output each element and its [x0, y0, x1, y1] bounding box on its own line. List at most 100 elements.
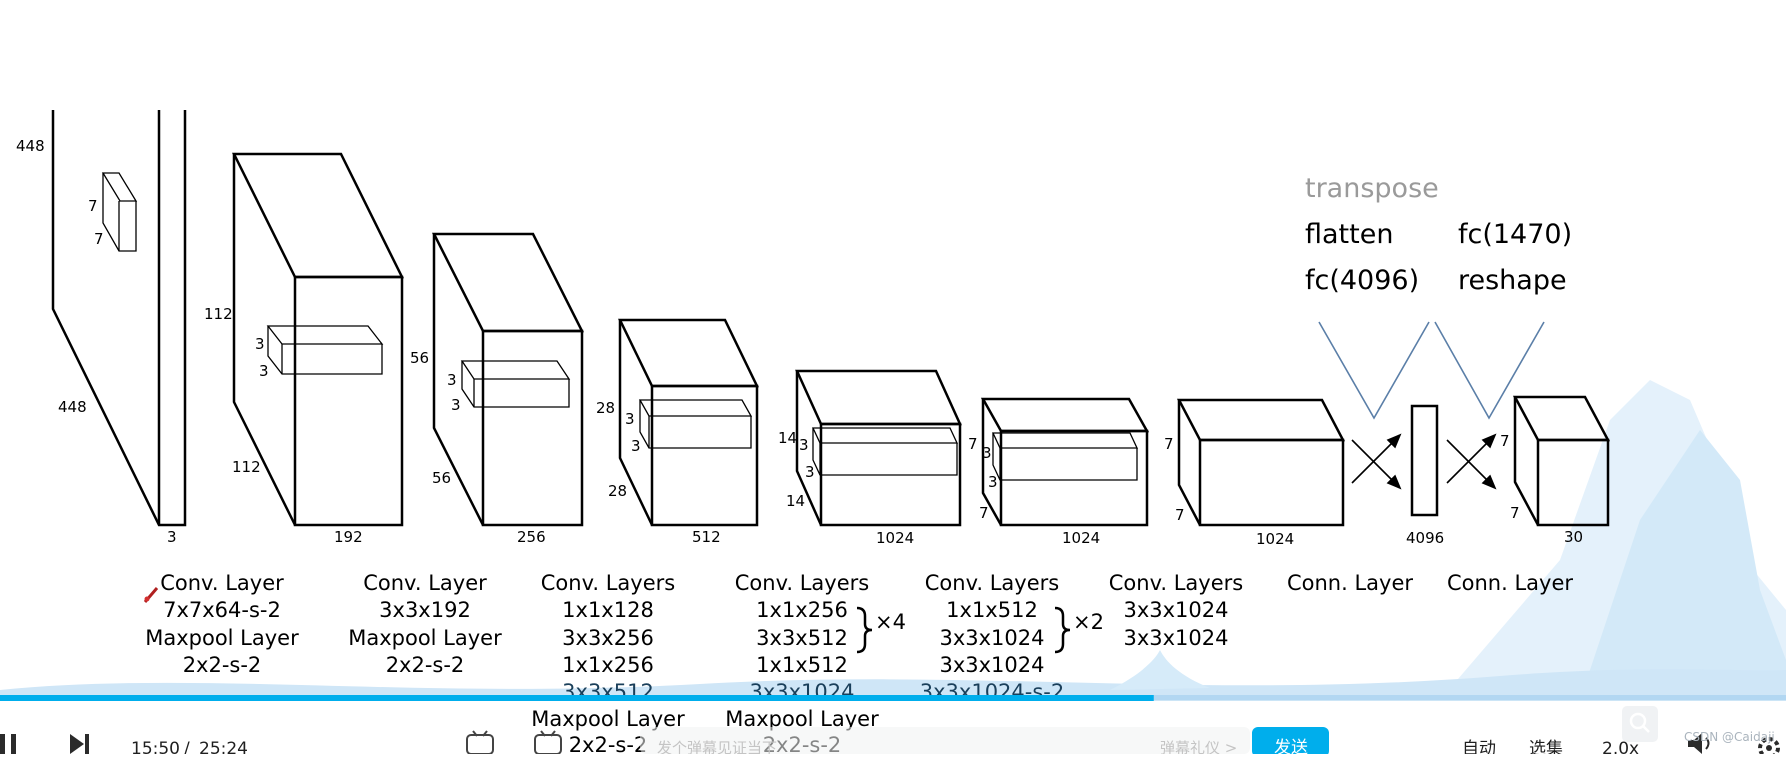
layer4-kernel-label-1: 3	[799, 436, 809, 454]
send-button-label: 发送	[1274, 738, 1308, 754]
layer5-height-label: 7	[968, 435, 978, 453]
layer5-kernel-label-2: 3	[988, 473, 998, 491]
caption-3-line-4: 1x1x256	[562, 653, 654, 677]
layer1-kernel	[266, 325, 384, 375]
danmaku-settings-icon[interactable]	[534, 730, 562, 755]
caption-1-line-2: 7x7x64-s-2	[163, 598, 281, 622]
layer3-channels-label: 512	[692, 528, 721, 546]
danmaku-toggle-icon[interactable]	[466, 730, 494, 755]
send-button[interactable]	[1252, 727, 1329, 757]
caption-group-4: Conv. Layers 1x1x256 3x3x512 1x1x512 3x3…	[725, 571, 879, 757]
output-height-label: 7	[1500, 432, 1510, 450]
layer2-kernel-label-1: 3	[447, 371, 457, 389]
layer1-cuboid	[231, 152, 405, 527]
caption-3-line-3: 3x3x256	[562, 626, 654, 650]
caption-3-line-2: 1x1x128	[562, 598, 654, 622]
caption-5-brace	[1054, 606, 1071, 654]
caption-5-line-4: 3x3x1024	[939, 653, 1044, 677]
annotation-transpose: transpose	[1305, 173, 1439, 204]
output-channels-label: 30	[1564, 528, 1583, 546]
progress-fill	[0, 695, 1154, 701]
layer6-height-label: 7	[1164, 435, 1174, 453]
fc-arrows-1	[1351, 433, 1402, 490]
input-kernel	[101, 172, 138, 252]
layer3-cuboid	[618, 318, 759, 527]
danmaku-placeholder: 发个弹幕见证当下	[657, 739, 777, 754]
danmaku-etiquette-link[interactable]: 弹幕礼仪 >	[1160, 739, 1237, 757]
player-control-bar: 15:50 / 25:24 发个弹幕见证当下 弹幕礼仪 > 发送 自动 选集 2…	[0, 706, 1780, 758]
layer1-kernel-label-1: 3	[255, 335, 265, 353]
caption-3-line-1: Conv. Layers	[541, 571, 675, 595]
input-image-slab	[51, 110, 187, 527]
fc-arrows-2	[1446, 433, 1497, 490]
caption-6-line-3: 3x3x1024	[1123, 626, 1228, 650]
caption-group-3: Conv. Layers 1x1x128 3x3x256 1x1x256 3x3…	[531, 571, 685, 757]
quality-button[interactable]: 自动	[1462, 739, 1496, 758]
caption-5-line-2: 1x1x512	[946, 598, 1038, 622]
layer2-channels-label: 256	[517, 528, 546, 546]
layer5-kernel	[991, 432, 1139, 481]
layer2-cuboid	[431, 232, 585, 527]
caption-7-line-1: Conn. Layer	[1287, 571, 1413, 595]
layer1-height-label: 112	[204, 305, 233, 323]
caption-4-line-2: 1x1x256	[756, 598, 848, 622]
caption-4-line-3: 3x3x512	[756, 626, 848, 650]
layer3-kernel	[638, 399, 753, 449]
caption-group-6: Conv. Layers 3x3x1024 3x3x1024	[1109, 571, 1243, 650]
time-separator: /	[184, 739, 190, 754]
caption-3-line-7: 2x2-s-2	[569, 733, 648, 754]
pen-cursor-icon	[143, 587, 159, 603]
input-width-label: 448	[58, 398, 87, 416]
caption-1-line-4: 2x2-s-2	[183, 653, 262, 677]
time-current: 15:50	[131, 739, 180, 754]
layer4-channels-label: 1024	[876, 529, 914, 547]
caption-4-brace	[856, 606, 873, 654]
danmaku-input[interactable]	[640, 727, 1250, 754]
layer1-width-label: 112	[232, 458, 261, 476]
layer1-channels-label: 192	[334, 528, 363, 546]
caption-5-repeat: ×2	[1073, 610, 1104, 634]
output-width-label: 7	[1510, 504, 1520, 522]
layer2-kernel	[460, 360, 571, 408]
annotation-v-lines	[1318, 321, 1545, 420]
layer2-kernel-label-2: 3	[451, 396, 461, 414]
background-mountain	[0, 380, 1786, 700]
volume-icon[interactable]	[1688, 733, 1710, 754]
layer4-cuboid	[795, 369, 962, 527]
annotation-fc4096: fc(4096)	[1305, 265, 1419, 296]
caption-2-line-2: 3x3x192	[379, 598, 471, 622]
caption-group-5: Conv. Layers 1x1x512 3x3x1024 3x3x1024 3…	[920, 571, 1064, 704]
layer4-width-label: 14	[786, 492, 805, 510]
annotation-flatten: flatten	[1305, 219, 1393, 250]
layer6-width-label: 7	[1175, 506, 1185, 524]
input-kernel-label-2: 7	[94, 230, 104, 248]
caption-1-line-1: Conv. Layer	[160, 571, 284, 595]
annotation-reshape: reshape	[1458, 265, 1567, 296]
layer3-width-label: 28	[608, 482, 627, 500]
layer5-channels-label: 1024	[1062, 529, 1100, 547]
caption-2-line-4: 2x2-s-2	[386, 653, 465, 677]
layer5-kernel-label-1: 3	[982, 444, 992, 462]
pause-icon[interactable]	[0, 734, 16, 754]
watermark: CSDN @Caidaji	[1684, 730, 1775, 744]
layer4-height-label: 14	[778, 429, 797, 447]
input-channels-label: 3	[167, 528, 177, 546]
episodes-button[interactable]: 选集	[1529, 739, 1563, 758]
caption-5-line-1: Conv. Layers	[925, 571, 1059, 595]
search-icon[interactable]	[1622, 706, 1658, 742]
speed-button[interactable]: 2.0x	[1602, 739, 1639, 758]
layer4-kernel	[811, 427, 959, 476]
output-cuboid	[1512, 395, 1611, 527]
annotation-fc1470: fc(1470)	[1458, 219, 1572, 250]
layer2-height-label: 56	[410, 349, 429, 367]
input-kernel-label-1: 7	[88, 197, 98, 215]
caption-6-line-1: Conv. Layers	[1109, 571, 1243, 595]
fc-vector	[1410, 404, 1439, 517]
layer6-cuboid	[1176, 398, 1346, 527]
caption-2-line-3: Maxpool Layer	[348, 626, 502, 650]
caption-6-line-2: 3x3x1024	[1123, 598, 1228, 622]
caption-1-line-3: Maxpool Layer	[145, 626, 299, 650]
next-icon[interactable]	[70, 734, 89, 754]
caption-4-line-4: 1x1x512	[756, 653, 848, 677]
